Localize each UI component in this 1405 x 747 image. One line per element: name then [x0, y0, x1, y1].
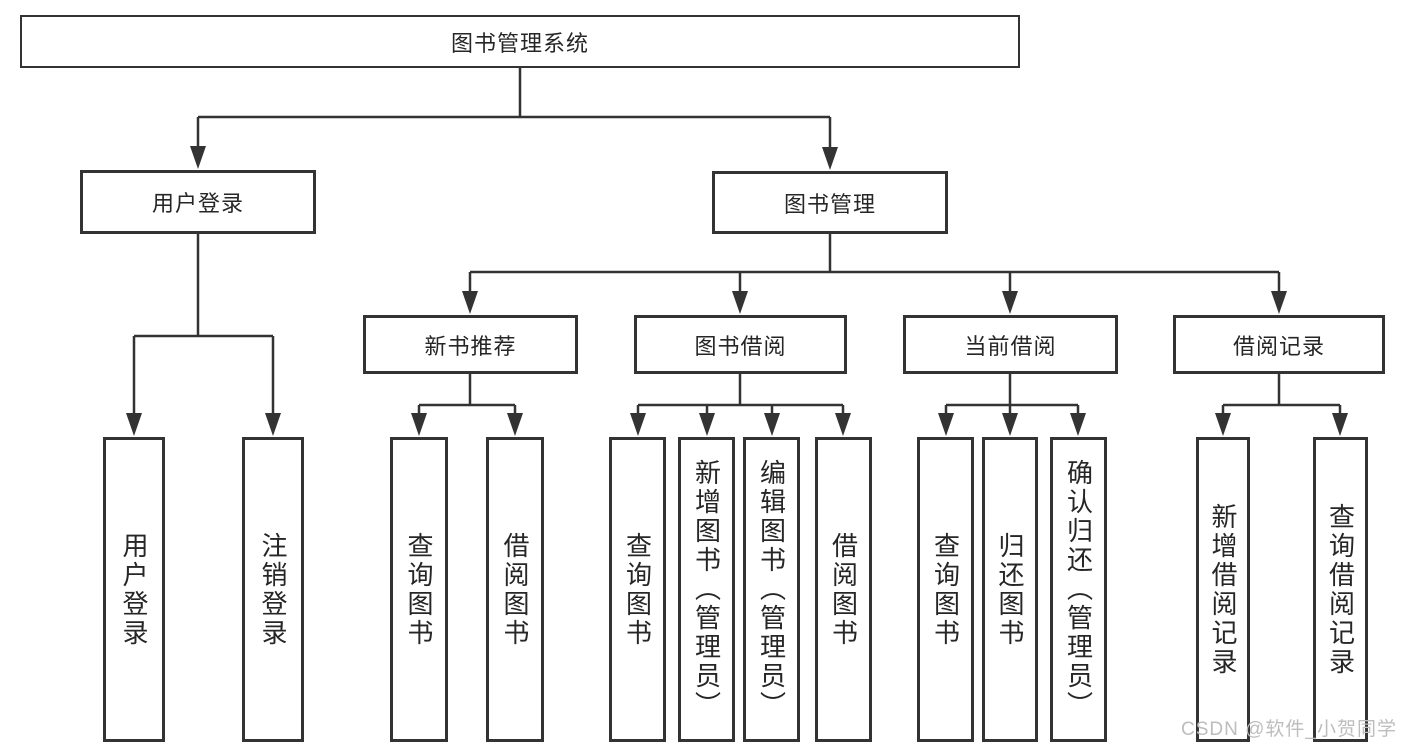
leaf-br-query-record-label: 查询借阅记录: [1325, 502, 1356, 677]
node-book-management-label: 图书管理: [783, 191, 876, 217]
connector-arrowheads: [126, 146, 1348, 436]
leaf-bb-edit-books-label: 编辑图书（管理员）: [756, 459, 787, 720]
node-user-login: 用户登录: [80, 170, 316, 234]
leaf-nb-query-books: 查询图书: [390, 437, 448, 742]
leaf-logout: 注销登录: [242, 437, 304, 742]
leaf-cb-return-books-label: 归还图书: [995, 531, 1025, 648]
leaf-cb-confirm-return: 确认归还（管理员）: [1050, 437, 1107, 742]
node-library-system: 图书管理系统: [20, 15, 1020, 68]
leaf-cb-query-books: 查询图书: [917, 437, 974, 742]
leaf-bb-add-books-label: 新增图书（管理员）: [691, 459, 722, 720]
connector-lines: [132, 68, 1342, 417]
leaf-br-add-record: 新增借阅记录: [1196, 437, 1250, 742]
node-book-borrowing: 图书借阅: [634, 315, 847, 374]
node-borrow-records: 借阅记录: [1173, 315, 1385, 374]
leaf-cb-query-books-label: 查询图书: [930, 531, 961, 648]
leaf-nb-query-books-label: 查询图书: [404, 531, 434, 648]
leaf-user-login-label: 用户登录: [119, 531, 149, 648]
node-book-borrowing-label: 图书借阅: [694, 333, 787, 359]
node-borrow-records-label: 借阅记录: [1232, 333, 1325, 359]
node-current-borrowing-label: 当前借阅: [964, 333, 1057, 359]
leaf-bb-borrow-books-label: 借阅图书: [828, 531, 859, 648]
leaf-bb-borrow-books: 借阅图书: [815, 437, 872, 742]
leaf-br-add-record-label: 新增借阅记录: [1208, 502, 1238, 677]
leaf-nb-borrow-books-label: 借阅图书: [500, 531, 530, 648]
leaf-cb-return-books: 归还图书: [982, 437, 1038, 742]
leaf-cb-confirm-return-label: 确认归还（管理员）: [1063, 459, 1094, 720]
leaf-bb-query-books-label: 查询图书: [622, 531, 653, 648]
node-current-borrowing: 当前借阅: [903, 315, 1118, 374]
node-new-book-recommend-label: 新书推荐: [424, 333, 517, 359]
node-book-management: 图书管理: [712, 171, 948, 234]
leaf-bb-query-books: 查询图书: [609, 437, 666, 742]
leaf-br-query-record: 查询借阅记录: [1313, 437, 1368, 742]
leaf-logout-label: 注销登录: [258, 531, 288, 648]
node-new-book-recommend: 新书推荐: [363, 315, 578, 374]
node-user-login-label: 用户登录: [151, 191, 244, 216]
leaf-nb-borrow-books: 借阅图书: [486, 437, 544, 742]
node-library-system-label: 图书管理系统: [450, 30, 589, 56]
leaf-bb-add-books: 新增图书（管理员）: [678, 437, 735, 742]
leaf-bb-edit-books: 编辑图书（管理员）: [743, 437, 800, 742]
leaf-user-login: 用户登录: [103, 437, 165, 742]
